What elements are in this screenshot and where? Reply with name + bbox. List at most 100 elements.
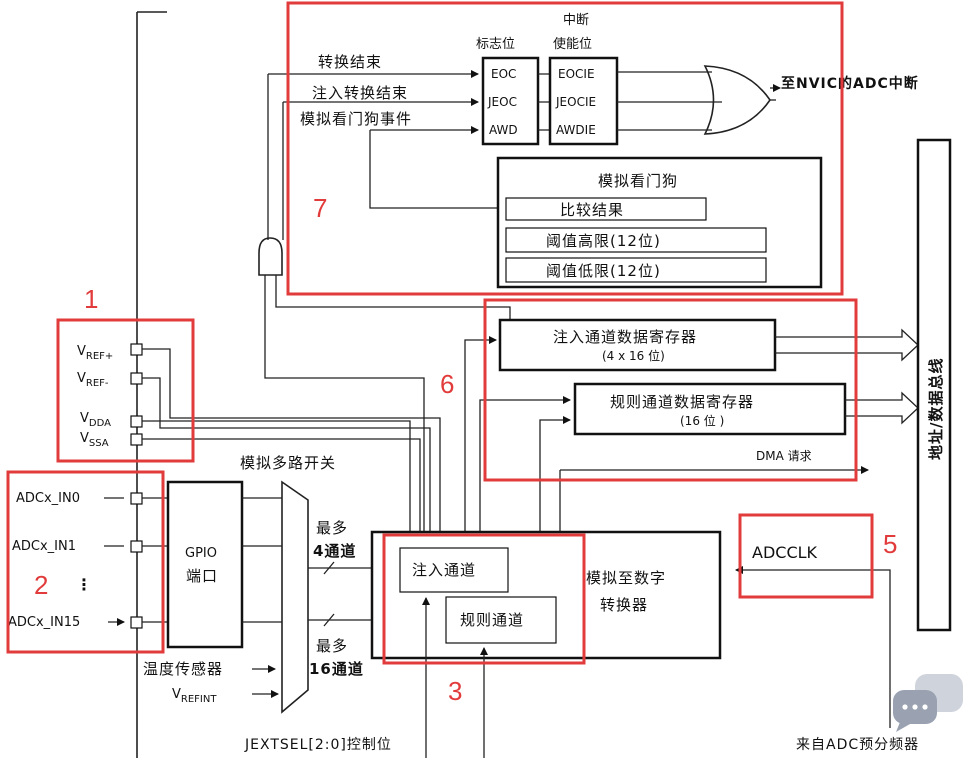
enable-header: 使能位 bbox=[553, 36, 592, 52]
gate-to-register-line bbox=[275, 275, 511, 330]
in15-pin bbox=[130, 616, 143, 629]
regular-to-register-line-a bbox=[479, 396, 571, 535]
interrupt-header: 中断 bbox=[563, 13, 589, 28]
or-gate-icon bbox=[703, 65, 771, 135]
input-in15-label: ADCx_IN15 bbox=[8, 615, 80, 630]
regular-channel-label: 规则通道 bbox=[460, 611, 524, 629]
reg-bus-slash bbox=[323, 613, 335, 627]
bus-label: 地址/数据总线 bbox=[927, 358, 945, 460]
injected-register-title: 注入通道数据寄存器 bbox=[553, 328, 697, 346]
compare-result-label: 比较结果 bbox=[560, 201, 624, 219]
highlight-3 bbox=[382, 533, 586, 665]
reference-supply-lines bbox=[142, 348, 441, 535]
event-awd-label: 模拟看门狗事件 bbox=[300, 110, 412, 128]
mux-reg-channels: 16通道 bbox=[309, 660, 364, 678]
converter-title-2: 转换器 bbox=[600, 596, 648, 614]
flag-register-box bbox=[481, 56, 540, 146]
data-registers-section: 注入通道数据寄存器 (4 x 16 位) 规则通道数据寄存器 (16 位 ) D… bbox=[464, 318, 919, 597]
interrupt-section: 中断 标志位 使能位 转换结束 注入转换结束 模拟看门狗事件 EOC JEOC … bbox=[268, 13, 919, 289]
adcclk-arrow bbox=[735, 566, 891, 728]
enable-eocie: EOCIE bbox=[558, 67, 595, 81]
gpio-label-line1: GPIO bbox=[185, 546, 217, 561]
in0-pin bbox=[130, 492, 143, 505]
adc-converter: 注入通道 规则通道 模拟至数字 转换器 bbox=[370, 530, 722, 758]
chat-bubble-icon[interactable] bbox=[893, 674, 963, 732]
highlight-1 bbox=[56, 318, 195, 463]
highlights: 1 2 3 5 6 7 bbox=[6, 1, 897, 706]
mux-reg-count: 最多 bbox=[316, 637, 348, 655]
enable-jeocie: JEOCIE bbox=[555, 95, 596, 109]
threshold-low-label: 阈值低限(12位) bbox=[546, 262, 661, 280]
input-in0-label: ADCx_IN0 bbox=[16, 491, 80, 506]
vssa-pin bbox=[130, 433, 143, 446]
vref-minus-pin bbox=[130, 372, 143, 385]
event-eoc-label: 转换结束 bbox=[318, 53, 382, 71]
input-ellipsis: ⋮ bbox=[76, 575, 92, 594]
marker-1: 1 bbox=[84, 284, 98, 314]
bus-box bbox=[916, 138, 952, 632]
watchdog-title: 模拟看门狗 bbox=[598, 172, 678, 190]
flag-header: 标志位 bbox=[476, 37, 515, 52]
vref-minus-label: VREF- bbox=[77, 371, 109, 389]
and-gate-icon bbox=[258, 237, 283, 276]
gate-to-injected-line bbox=[264, 275, 425, 535]
gpio-port: GPIO 端口 bbox=[166, 480, 282, 649]
injected-to-bus-arrow bbox=[775, 328, 919, 362]
highlight-7 bbox=[286, 1, 844, 296]
input-arrows bbox=[104, 497, 124, 622]
vref-plus-pin bbox=[130, 343, 143, 356]
regular-data-register bbox=[573, 382, 847, 436]
injected-register-size: (4 x 16 位) bbox=[602, 348, 665, 363]
mux-inj-channels: 4通道 bbox=[313, 542, 356, 560]
gpio-box bbox=[166, 480, 244, 649]
flag-awd: AWD bbox=[489, 123, 518, 137]
mux-title: 模拟多路开关 bbox=[240, 454, 336, 472]
adcclk-label: ADCCLK bbox=[752, 543, 818, 562]
flag-enable-links bbox=[538, 73, 550, 131]
regular-channel-box bbox=[445, 596, 557, 644]
highlight-2 bbox=[6, 470, 165, 654]
watchdog-feedback-line bbox=[369, 130, 505, 209]
enable-awdie: AWDIE bbox=[556, 123, 596, 137]
converter-title-1: 模拟至数字 bbox=[586, 569, 666, 587]
enable-to-or-lines bbox=[617, 71, 722, 131]
marker-7: 7 bbox=[313, 193, 327, 223]
input-in1-label: ADCx_IN1 bbox=[12, 539, 76, 554]
marker-3: 3 bbox=[448, 676, 462, 706]
inj-bus-slash bbox=[323, 561, 335, 575]
highlight-6 bbox=[483, 298, 858, 482]
event-jeoc-label: 注入转换结束 bbox=[312, 84, 408, 102]
vdda-label: VDDA bbox=[80, 411, 111, 429]
address-data-bus: 地址/数据总线 bbox=[916, 138, 952, 632]
threshold-high-box bbox=[505, 227, 767, 253]
injected-channel-box bbox=[399, 547, 509, 593]
enable-register-box bbox=[548, 56, 619, 146]
reference-pins: VREF+ VREF- VDDA VSSA bbox=[77, 343, 441, 535]
marker-2: 2 bbox=[34, 570, 48, 600]
vref-plus-label: VREF+ bbox=[77, 344, 113, 362]
gpio-to-mux-lines bbox=[242, 497, 282, 623]
temp-sensor-label: 温度传感器 bbox=[143, 660, 223, 678]
marker-6: 6 bbox=[440, 369, 454, 399]
in1-pin bbox=[130, 540, 143, 553]
nvic-output-label: 至NVIC的ADC中断 bbox=[781, 75, 919, 92]
internal-inputs: 温度传感器 VREFINT bbox=[143, 660, 279, 705]
mux-shape bbox=[281, 480, 309, 714]
regular-register-size: (16 位 ) bbox=[680, 413, 724, 428]
highlight-5 bbox=[738, 513, 874, 599]
analog-input-pins: ADCx_IN0 ADCx_IN1 ⋮ ADCx_IN15 bbox=[8, 491, 168, 630]
adcclk-section: ADCCLK 来自ADC预分频器 bbox=[735, 543, 919, 753]
dma-request-label: DMA 请求 bbox=[756, 449, 812, 463]
injected-channel-label: 注入通道 bbox=[412, 561, 476, 579]
regular-register-title: 规则通道数据寄存器 bbox=[610, 393, 754, 411]
vssa-label: VSSA bbox=[80, 431, 109, 449]
eoc-source-logic bbox=[258, 74, 511, 535]
threshold-low-box bbox=[505, 257, 767, 283]
vdda-pin bbox=[130, 415, 143, 428]
adcclk-source-label: 来自ADC预分频器 bbox=[796, 737, 919, 753]
gpio-label-line2: 端口 bbox=[186, 567, 218, 585]
flag-eoc: EOC bbox=[491, 67, 516, 81]
compare-result-box bbox=[505, 197, 707, 221]
jextsel-label: JEXTSEL[2:0]控制位 bbox=[244, 737, 392, 753]
